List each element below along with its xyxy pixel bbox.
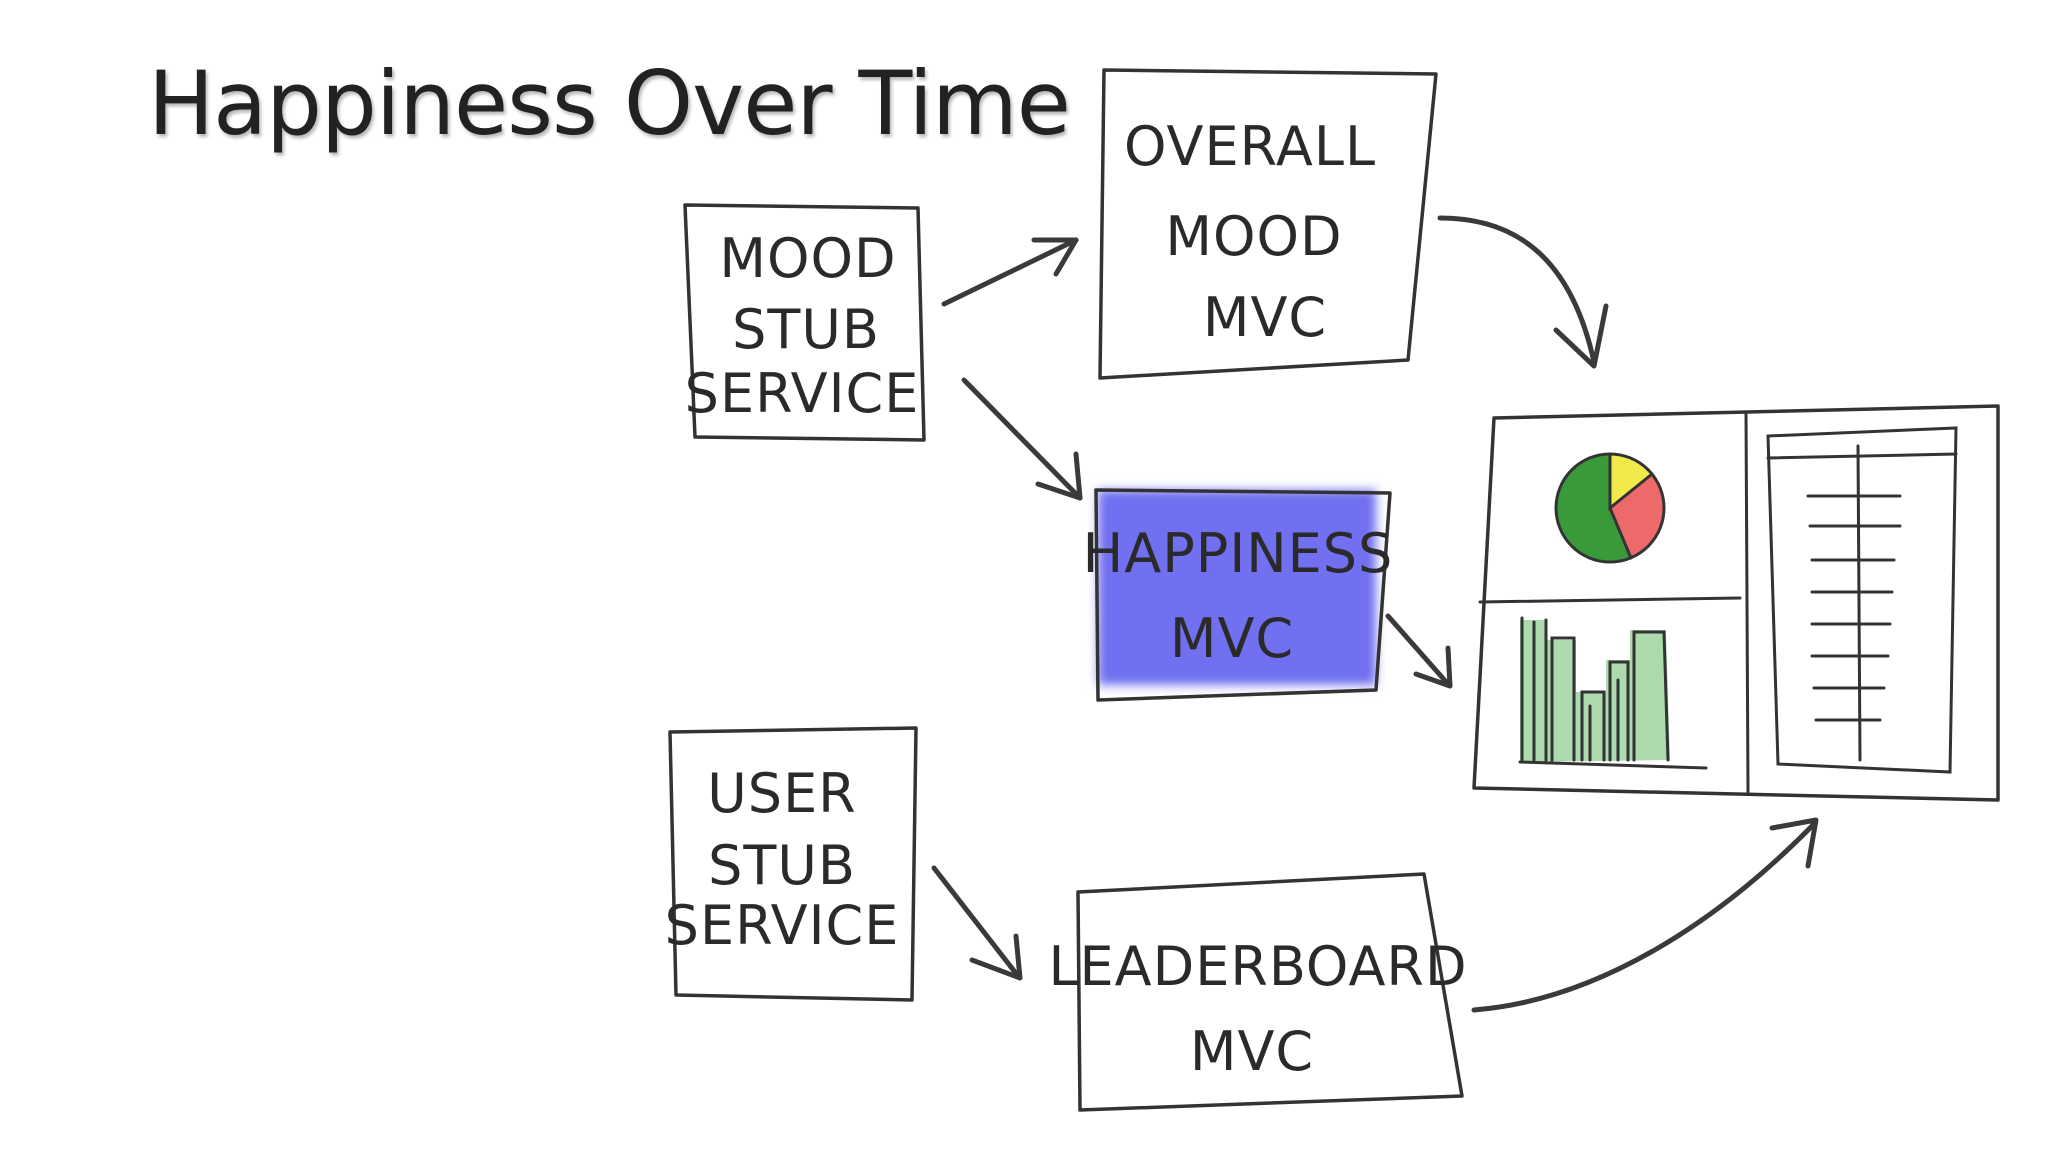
arrow-user-to-leaderboard	[931, 865, 1023, 981]
user-stub-service-label-2: STUB	[708, 834, 856, 897]
overall-mood-mvc-box: OVERALL MOOD MVC	[1098, 68, 1438, 380]
dashboard-divider-horizontal	[1478, 596, 1742, 604]
leaderboard-mvc-box: LEADERBOARD MVC	[1048, 872, 1467, 1112]
dashboard-frame	[1472, 404, 2000, 802]
mood-stub-service-label-2: STUB	[732, 298, 880, 361]
overall-mood-mvc-label-3: MVC	[1203, 286, 1327, 349]
user-stub-service-box: USER STUB SERVICE	[665, 726, 918, 1002]
arrow-mood-to-overall	[941, 237, 1079, 307]
overall-mood-mvc-label-2: MOOD	[1165, 205, 1342, 268]
happiness-mvc-label-1: HAPPINESS	[1083, 522, 1394, 585]
arrow-mood-to-happiness	[961, 377, 1083, 501]
arrow-leaderboard-to-dashboard	[1471, 817, 1819, 1013]
happiness-highlight	[1098, 490, 1376, 685]
leaderboard-mvc-label-1: LEADERBOARD	[1048, 935, 1467, 998]
arrow-overall-to-dashboard	[1437, 215, 1609, 369]
user-stub-service-label-1: USER	[707, 762, 856, 825]
leaderboard-mvc-label-2: MVC	[1190, 1020, 1314, 1083]
arrow-happiness-to-dashboard	[1385, 613, 1453, 689]
dashboard-sketch	[1472, 404, 2000, 802]
bar-chart-icon	[1518, 616, 1708, 770]
list-panel-icon	[1766, 426, 1958, 774]
pie-chart-icon	[1554, 452, 1666, 564]
slide-title: Happiness Over Time	[148, 52, 1071, 155]
happiness-mvc-label-2: MVC	[1170, 607, 1294, 670]
mood-stub-service-label-1: MOOD	[719, 227, 896, 290]
dashboard-divider-vertical	[1744, 410, 1750, 794]
mood-stub-service-box: MOOD STUB SERVICE	[683, 203, 926, 442]
user-stub-service-label-3: SERVICE	[665, 894, 900, 957]
overall-mood-mvc-label-1: OVERALL	[1124, 115, 1376, 178]
happiness-mvc-box: HAPPINESS MVC	[1083, 488, 1394, 702]
mood-stub-service-label-3: SERVICE	[685, 362, 920, 425]
